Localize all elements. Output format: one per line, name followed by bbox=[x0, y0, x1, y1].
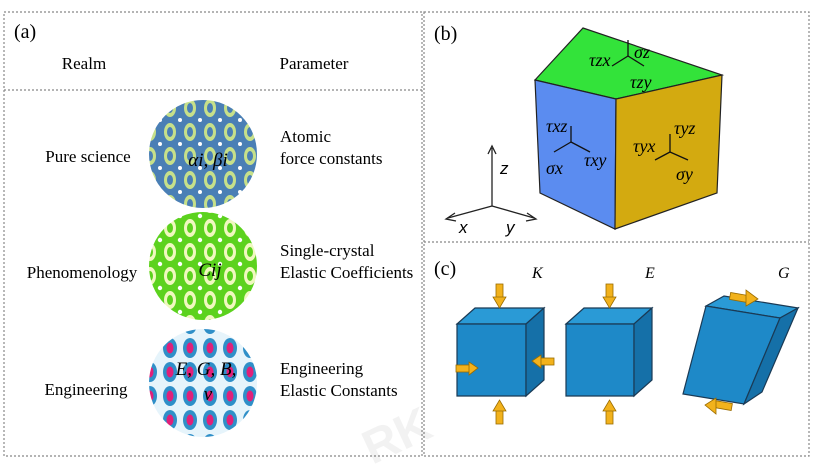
header-parameter: Parameter bbox=[280, 54, 349, 73]
label-sigma-z: σz bbox=[634, 42, 650, 62]
symbol-cij: Cij bbox=[198, 260, 221, 281]
label-sigma-y: σy bbox=[676, 164, 693, 184]
watermark: RK bbox=[354, 398, 440, 465]
axis-z-label: z bbox=[499, 159, 509, 178]
panel-b-tag: (b) bbox=[434, 23, 457, 45]
cube-g bbox=[682, 295, 800, 406]
cube-k bbox=[455, 306, 546, 398]
panel-a-tag: (a) bbox=[14, 21, 36, 43]
stress-cube bbox=[533, 27, 725, 230]
param-engineering-line2: Elastic Constants bbox=[280, 381, 398, 400]
param-atomic-line1: Atomic bbox=[280, 127, 331, 146]
pattern-circle-engineering bbox=[149, 329, 257, 437]
axes-triad bbox=[444, 144, 538, 222]
axis-y-label: y bbox=[505, 218, 516, 237]
symbol-egb: E, G, B, bbox=[175, 359, 237, 380]
label-k: K bbox=[531, 265, 544, 282]
panel-bc-frame bbox=[423, 11, 810, 457]
symbol-nu: ν bbox=[204, 384, 213, 405]
param-single-crystal-line2: Elastic Coefficients bbox=[280, 263, 413, 282]
realm-pure-science: Pure science bbox=[45, 147, 130, 166]
label-sigma-x: σx bbox=[546, 158, 563, 178]
label-tau-yx: τyx bbox=[633, 136, 655, 156]
param-engineering-line1: Engineering bbox=[280, 359, 364, 378]
arrows-k bbox=[455, 283, 555, 425]
symbol-alpha-beta: αi, βi bbox=[188, 150, 228, 171]
label-tau-zx: τzx bbox=[589, 50, 610, 70]
header-realm: Realm bbox=[62, 54, 106, 73]
label-tau-xz: τxz bbox=[546, 116, 567, 136]
pattern-circle-phenomenology bbox=[149, 212, 257, 320]
param-atomic-line2: force constants bbox=[280, 149, 382, 168]
realm-engineering: Engineering bbox=[44, 380, 128, 399]
panel-a-frame bbox=[3, 11, 423, 457]
arrows-g bbox=[704, 289, 759, 415]
realm-phenomenology: Phenomenology bbox=[27, 263, 138, 282]
label-g: G bbox=[778, 265, 790, 282]
axis-x-label: x bbox=[458, 218, 468, 237]
arrows-e bbox=[602, 283, 617, 425]
cube-right-face bbox=[614, 74, 723, 230]
param-single-crystal-line1: Single-crystal bbox=[280, 241, 375, 260]
cube-e bbox=[564, 306, 654, 398]
pattern-circle-pure-science bbox=[149, 100, 257, 208]
panel-c-tag: (c) bbox=[434, 258, 456, 280]
label-e: E bbox=[644, 265, 655, 282]
label-tau-xy: τxy bbox=[584, 150, 606, 170]
label-tau-zy: τzy bbox=[630, 72, 651, 92]
stress-glyphs bbox=[553, 40, 689, 161]
label-tau-yz: τyz bbox=[674, 118, 695, 138]
